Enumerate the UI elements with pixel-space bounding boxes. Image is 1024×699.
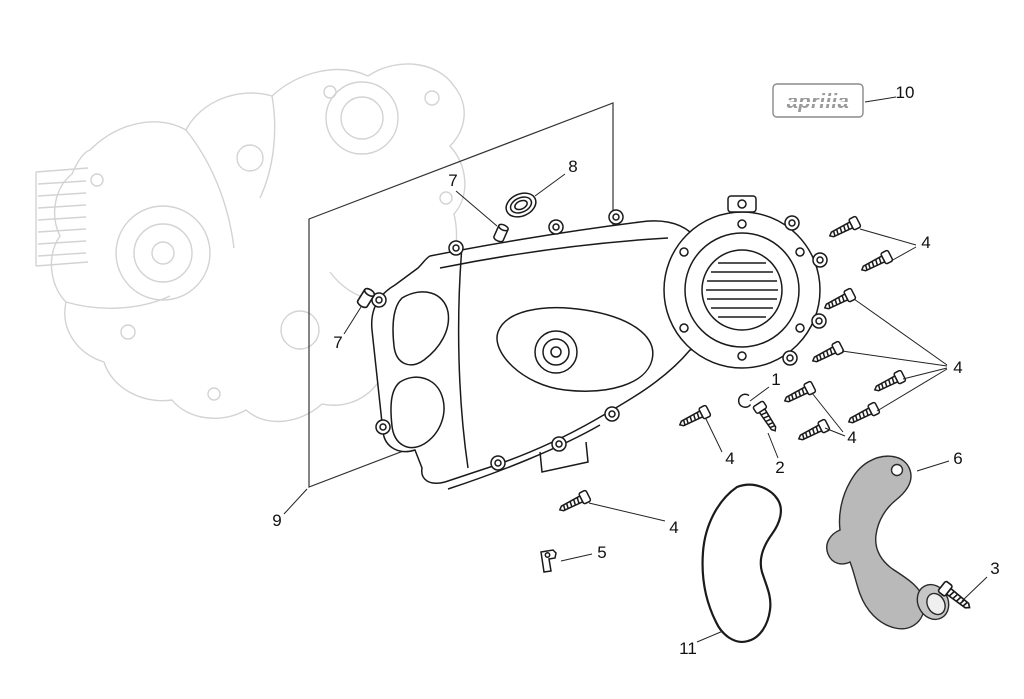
clip-part <box>737 393 752 409</box>
leader-lines <box>283 96 988 643</box>
callouts: 1 2 3 4 4 4 4 4 5 6 7 7 8 9 10 11 <box>272 83 999 658</box>
screw-part-4 <box>781 380 817 407</box>
callout-1: 1 <box>771 370 780 389</box>
screw-part-4 <box>826 215 862 242</box>
vent-louvers <box>706 262 778 318</box>
callout-2: 2 <box>775 458 784 477</box>
bolt-ears <box>371 209 828 471</box>
screw-part-4 <box>676 404 712 431</box>
callout-4: 4 <box>953 358 962 377</box>
gasket-part <box>701 483 782 643</box>
screw-part-4 <box>556 489 592 516</box>
screw-part-4 <box>809 340 845 367</box>
screw-part-2 <box>751 399 781 435</box>
callout-4: 4 <box>921 233 930 252</box>
screw-part-4 <box>858 249 894 276</box>
callout-4: 4 <box>669 518 678 537</box>
background-engine-drawing <box>35 63 466 423</box>
callout-4: 4 <box>847 428 856 447</box>
callout-9: 9 <box>272 511 281 530</box>
callout-10: 10 <box>896 83 915 102</box>
bushing-part-top <box>492 222 510 244</box>
bracket-part <box>826 455 950 630</box>
callout-11: 11 <box>679 639 697 658</box>
screw-part-4 <box>821 287 857 314</box>
callout-4: 4 <box>725 449 734 468</box>
bushing-part-left <box>355 286 377 310</box>
screw-part-4 <box>795 418 831 445</box>
callout-8: 8 <box>568 157 577 176</box>
callout-7: 7 <box>448 171 457 190</box>
callout-7: 7 <box>333 333 342 352</box>
retainer-part <box>540 549 557 573</box>
screw-part-4 <box>871 369 907 396</box>
aprilia-logo-box: aprilia <box>772 83 864 118</box>
callout-5: 5 <box>597 543 606 562</box>
callout-3: 3 <box>990 559 999 578</box>
callout-6: 6 <box>953 449 962 468</box>
screw-part-4 <box>845 401 881 428</box>
seal-part <box>505 192 537 218</box>
transmission-cover-drawing <box>370 195 828 490</box>
